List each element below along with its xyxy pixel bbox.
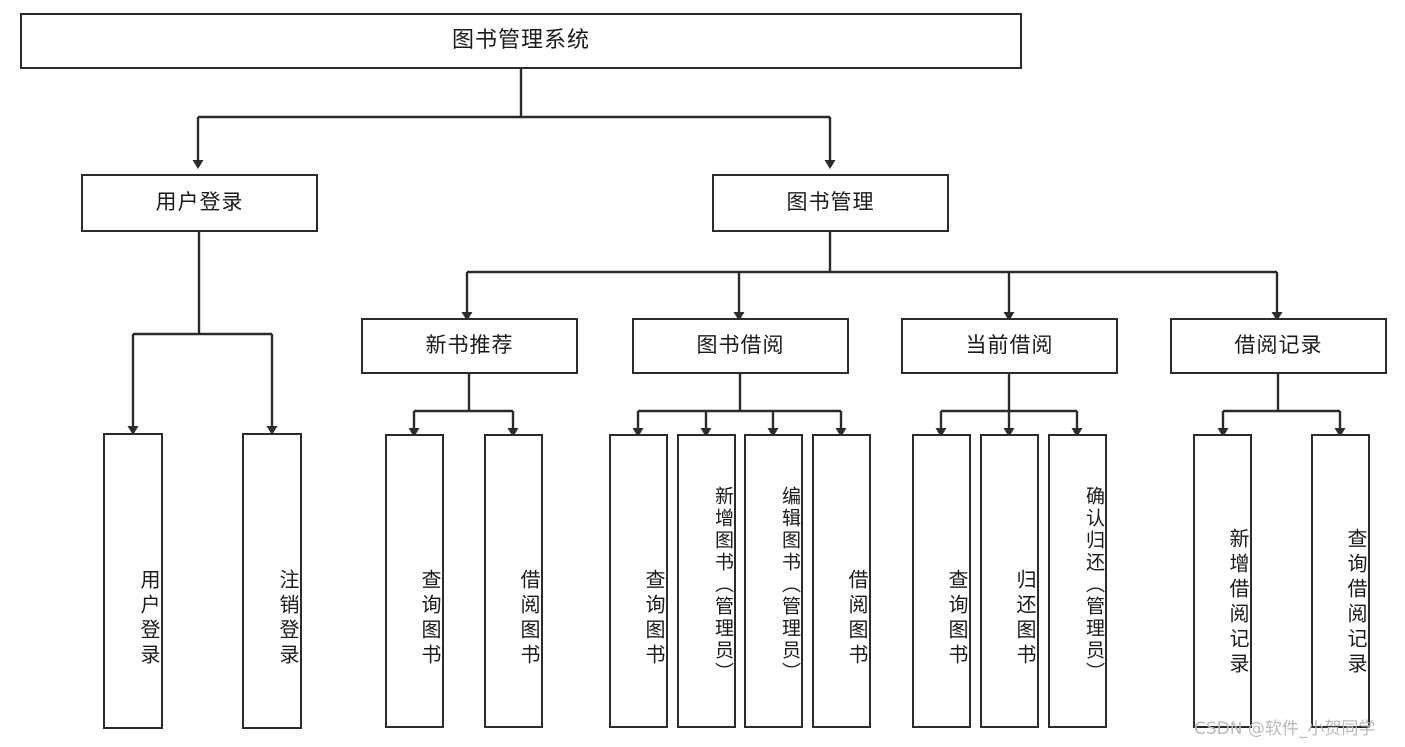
csdn-watermark: CSDN @软件_小贺同学 [1194,719,1376,739]
leaf-query-book-3[interactable]: 查询图书 [912,434,971,728]
node-book-manage[interactable]: 图书管理 [712,174,949,232]
leaf-user-logout[interactable]: 注销登录 [242,433,302,729]
node-new-book-recommend-label: 新书推荐 [425,333,514,358]
leaf-borrow-book-2-label: 借阅图书 [845,569,869,669]
node-root-label: 图书管理系统 [451,27,590,53]
node-current-borrow[interactable]: 当前借阅 [901,318,1118,374]
node-borrow-record[interactable]: 借阅记录 [1170,318,1387,374]
leaf-confirm-return[interactable]: 确认归还（管理员） [1048,434,1107,728]
node-book-borrow-label: 图书借阅 [696,333,785,358]
leaf-add-record-label: 新增借阅记录 [1226,528,1250,678]
leaf-query-record[interactable]: 查询借阅记录 [1311,434,1370,728]
node-book-manage-label: 图书管理 [786,190,875,215]
leaf-user-login[interactable]: 用户登录 [103,433,163,729]
leaf-return-book-label: 归还图书 [1013,569,1037,669]
leaf-borrow-book-1-label: 借阅图书 [517,569,541,669]
leaf-query-book-2-label: 查询图书 [642,569,666,669]
leaf-add-book[interactable]: 新增图书（管理员） [677,434,736,728]
leaf-edit-book-label: 编辑图书（管理员） [779,486,801,684]
node-user-login-label: 用户登录 [155,190,244,215]
leaf-borrow-book-2[interactable]: 借阅图书 [812,434,871,728]
node-book-borrow[interactable]: 图书借阅 [632,318,849,374]
leaf-edit-book[interactable]: 编辑图书（管理员） [744,434,803,728]
node-current-borrow-label: 当前借阅 [965,333,1054,358]
leaf-add-record[interactable]: 新增借阅记录 [1193,434,1252,728]
node-user-login[interactable]: 用户登录 [81,174,318,232]
leaf-return-book[interactable]: 归还图书 [980,434,1039,728]
leaf-query-book-1[interactable]: 查询图书 [385,434,444,728]
leaf-query-book-2[interactable]: 查询图书 [609,434,668,728]
leaf-user-logout-label: 注销登录 [276,569,300,669]
leaf-confirm-return-label: 确认归还（管理员） [1083,486,1105,684]
leaf-query-book-1-label: 查询图书 [418,569,442,669]
leaf-add-book-label: 新增图书（管理员） [712,486,734,684]
leaf-query-record-label: 查询借阅记录 [1344,528,1368,678]
leaf-query-book-3-label: 查询图书 [945,569,969,669]
leaf-user-login-label: 用户登录 [137,569,161,669]
leaf-borrow-book-1[interactable]: 借阅图书 [484,434,543,728]
node-root[interactable]: 图书管理系统 [20,13,1022,69]
node-borrow-record-label: 借阅记录 [1234,333,1323,358]
node-new-book-recommend[interactable]: 新书推荐 [361,318,578,374]
